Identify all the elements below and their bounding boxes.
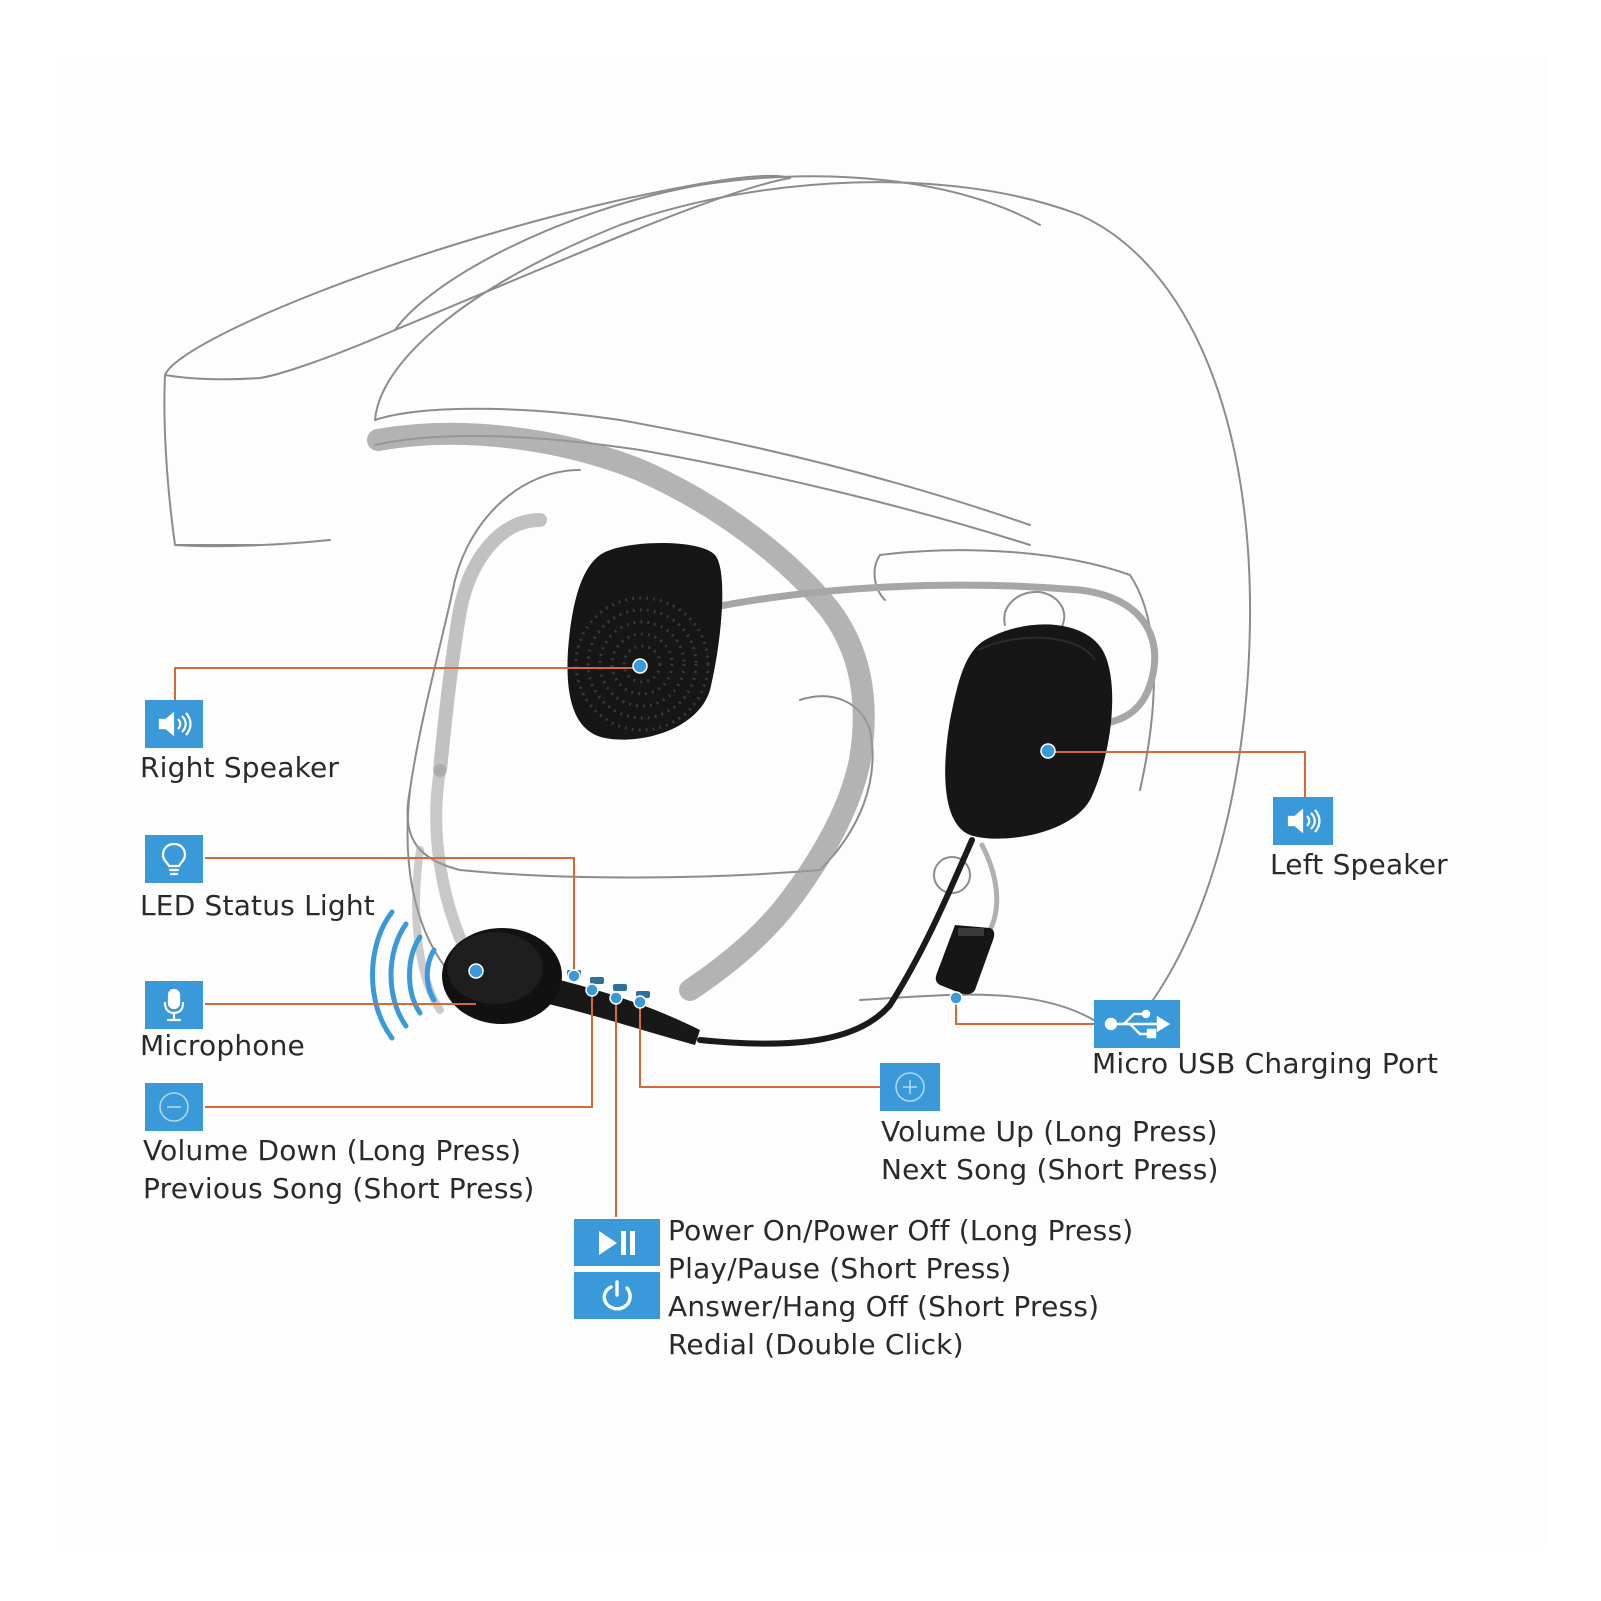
minus-circle-icon <box>159 1092 189 1122</box>
power-play-line-3: Answer/Hang Off (Short Press) <box>668 1290 1100 1323</box>
left-speaker-label: Left Speaker <box>1270 848 1448 881</box>
plus-circle-icon <box>895 1072 925 1102</box>
micro-usb-icon-box <box>1094 1000 1180 1048</box>
leader-led <box>205 857 575 975</box>
power-icon-box <box>574 1272 660 1319</box>
power-icon <box>602 1279 632 1310</box>
leader-volume-down <box>205 990 593 1108</box>
power-play-line-2: Play/Pause (Short Press) <box>668 1252 1012 1285</box>
led-status-icon-box <box>145 835 203 883</box>
lightbulb-icon <box>161 842 187 876</box>
usb-icon <box>1104 1009 1171 1039</box>
leader-left-speaker <box>1048 751 1306 797</box>
speaker-icon <box>158 711 192 737</box>
sound-waves <box>370 909 437 1041</box>
led-status-label: LED Status Light <box>140 889 375 922</box>
micro-usb-plug <box>935 925 995 995</box>
speaker-icon <box>1287 808 1321 834</box>
volume-down-icon-box <box>145 1083 203 1131</box>
volume-up-icon-box <box>880 1063 940 1111</box>
right-speaker-icon-box <box>145 700 203 748</box>
leader-usb <box>955 1001 1094 1025</box>
leader-right-speaker <box>174 667 640 700</box>
power-play-line-4: Redial (Double Click) <box>668 1328 964 1361</box>
leader-volume-up <box>639 1002 880 1088</box>
volume-up-line-2: Next Song (Short Press) <box>881 1153 1219 1186</box>
micro-usb-label: Micro USB Charging Port <box>1092 1047 1439 1080</box>
anchor-dots <box>468 658 1056 1009</box>
visor-outline <box>164 174 791 381</box>
play-pause-icon <box>599 1230 635 1255</box>
visor-edge <box>163 374 261 546</box>
inner-padding <box>367 422 875 1001</box>
left-speaker-device <box>945 624 1113 839</box>
volume-up-label: Volume Up (Long Press) Next Song (Short … <box>881 1113 1219 1189</box>
left-speaker-icon-box <box>1273 797 1333 845</box>
microphone-label: Microphone <box>140 1029 305 1062</box>
helmet-rim <box>374 407 1031 526</box>
helmet-shell <box>374 181 1252 1041</box>
power-play-label: Power On/Power Off (Long Press) Play/Pau… <box>668 1212 1133 1364</box>
volume-down-line-1: Volume Down (Long Press) <box>143 1134 522 1167</box>
power-play-line-1: Power On/Power Off (Long Press) <box>668 1214 1134 1247</box>
volume-down-line-2: Previous Song (Short Press) <box>143 1172 535 1205</box>
volume-up-line-1: Volume Up (Long Press) <box>881 1115 1218 1148</box>
mic-cable <box>697 837 975 1047</box>
play-pause-icon-box <box>574 1219 660 1266</box>
leader-lines <box>174 667 1306 1217</box>
right-speaker-label: Right Speaker <box>140 751 340 784</box>
volume-down-label: Volume Down (Long Press) Previous Song (… <box>143 1132 535 1208</box>
microphone-boom <box>442 928 700 1045</box>
headband-cable <box>696 581 1159 729</box>
microphone-icon <box>163 988 185 1022</box>
microphone-icon-box <box>145 981 203 1029</box>
right-speaker-device <box>567 542 723 740</box>
